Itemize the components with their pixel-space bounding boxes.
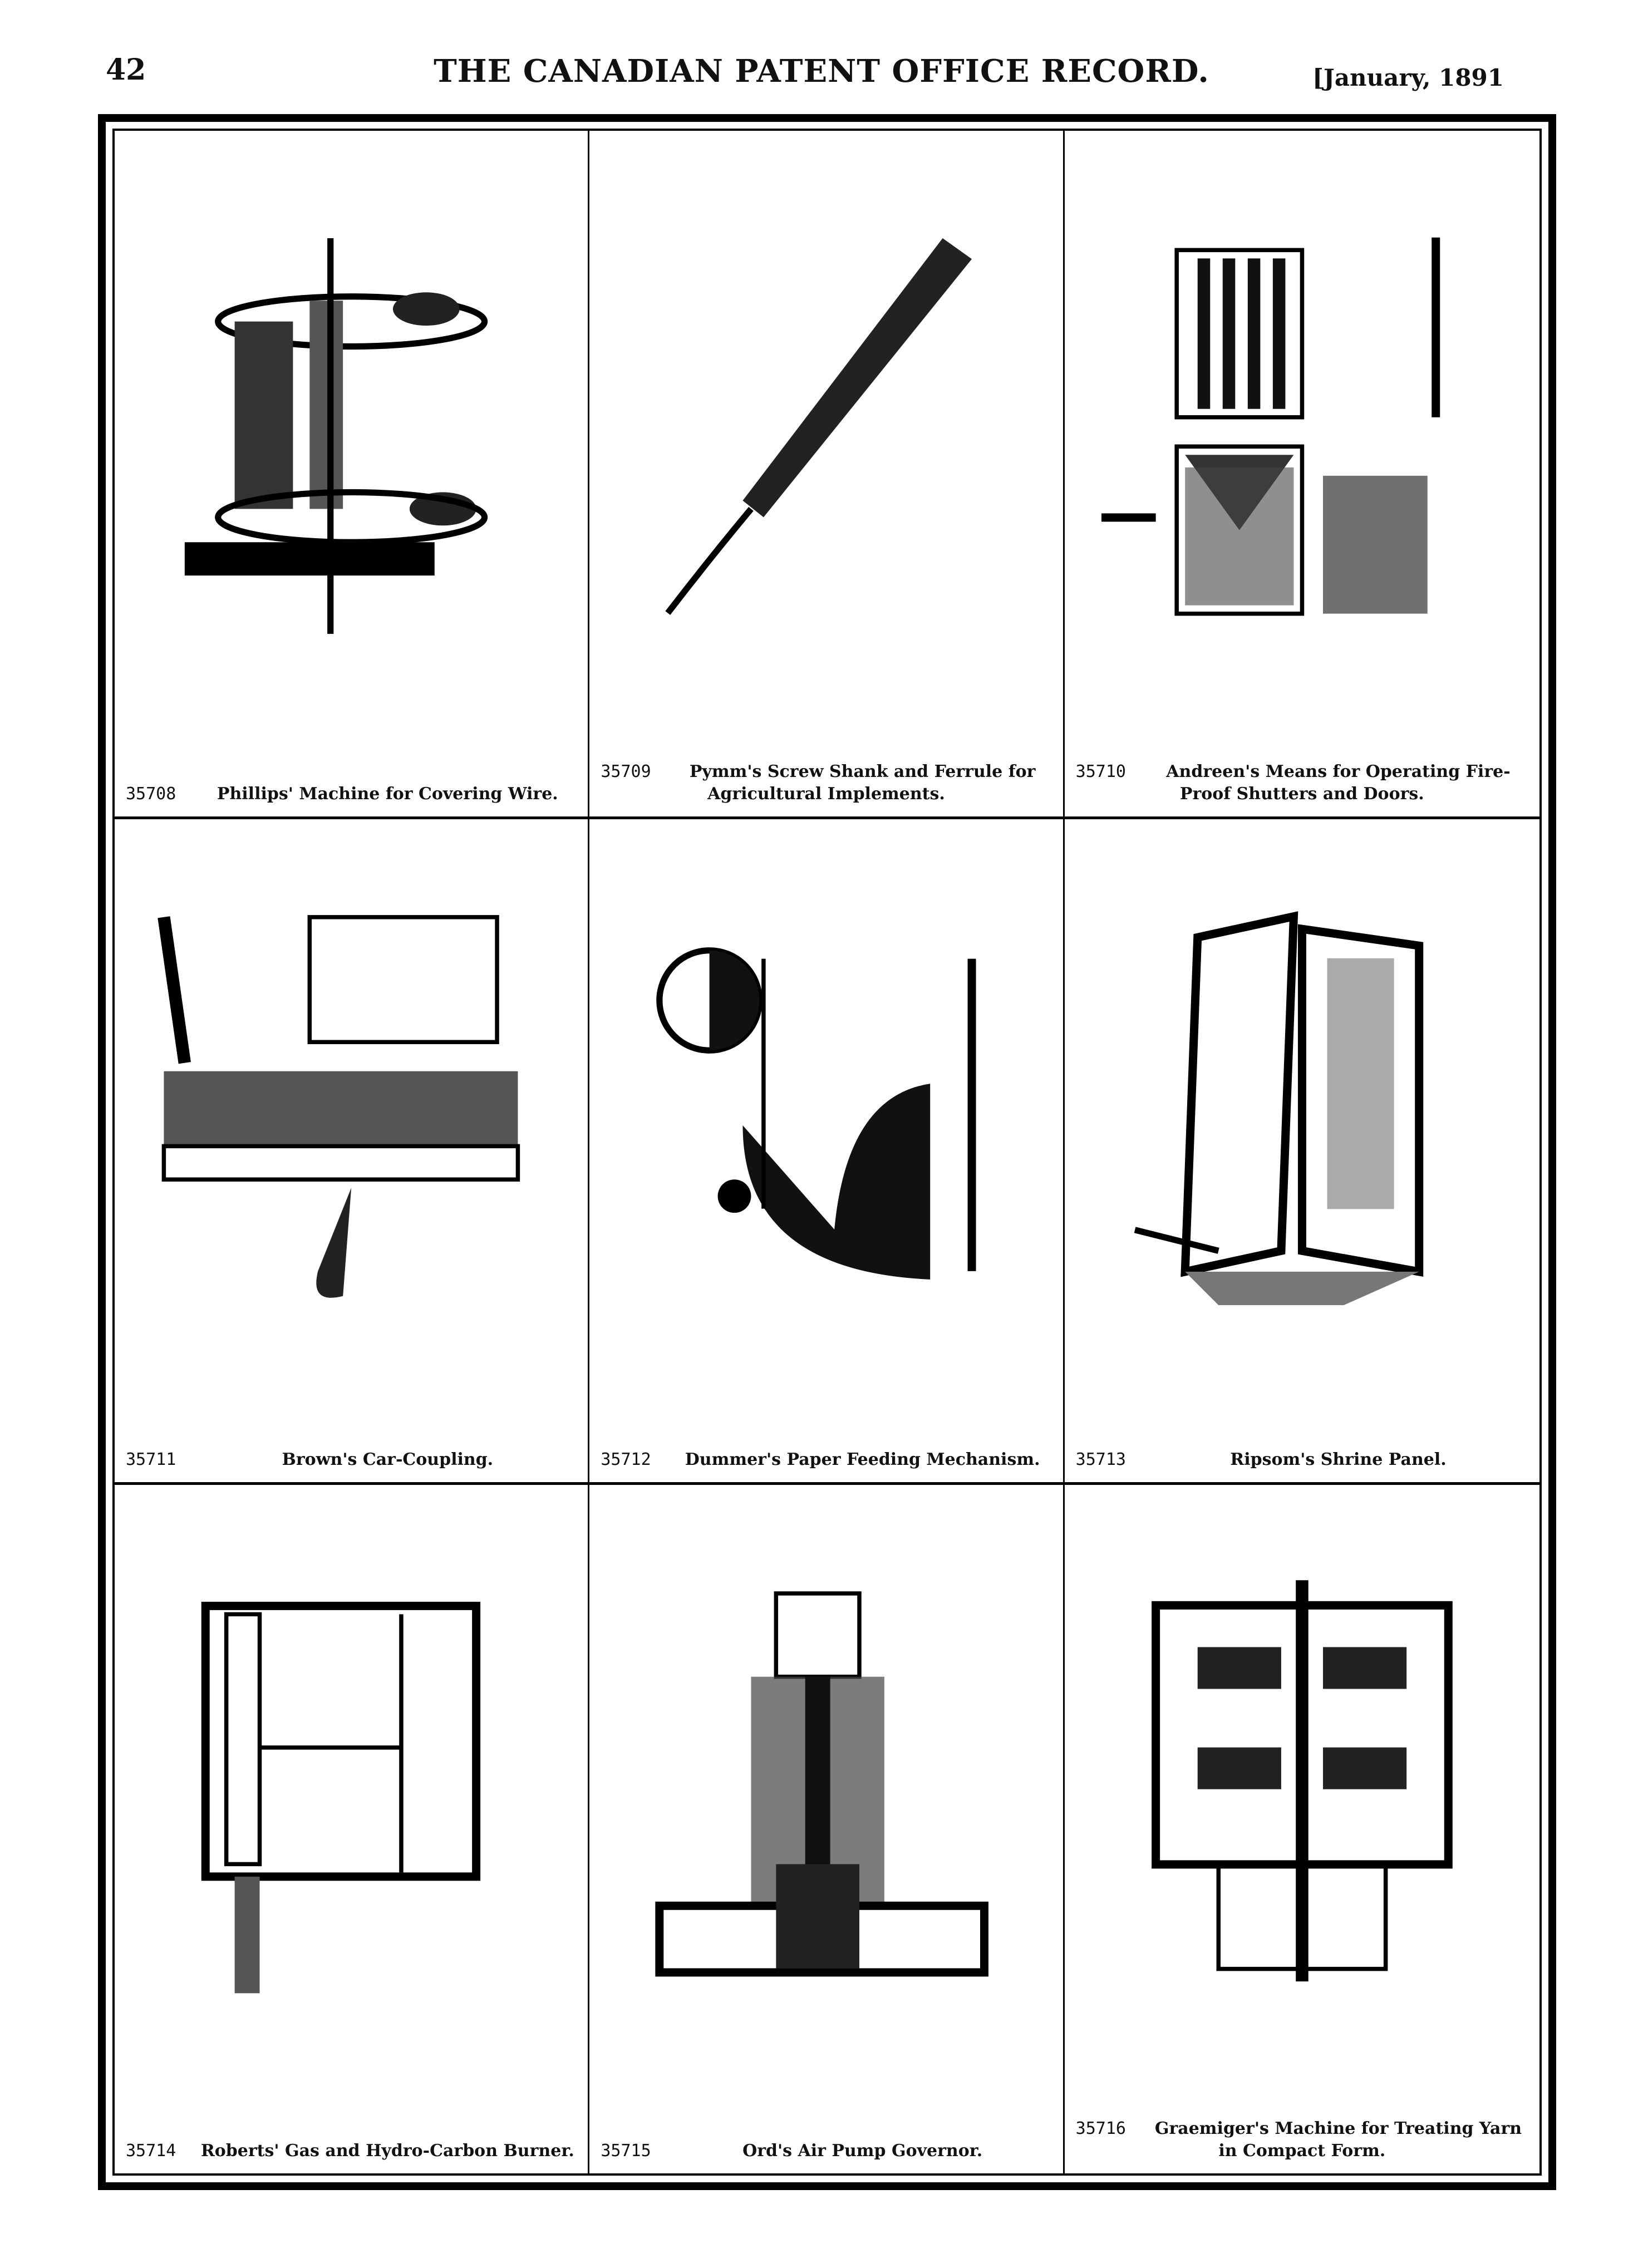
patent-title: Pymm's Screw Shank and Ferrule for Agric… [689,761,1036,804]
patent-number: 35712 [601,1450,651,1470]
patent-title: Ord's Air Pump Governor. [742,2141,983,2161]
patent-number: 35709 [601,761,651,781]
patent-number: 35713 [1075,1450,1126,1470]
patent-drawing-35710 [1101,237,1440,616]
patent-caption: 35711 Brown's Car-Coupling. [126,1449,577,1471]
patent-cell-35711: 35711 Brown's Car-Coupling. [115,819,590,1485]
patent-caption: 35716 Graemiger's Machine for Treating Ya… [1076,2118,1528,2162]
patent-drawing-35711 [158,914,520,1298]
patent-caption: 35714 Roberts' Gas and Hydro-Carbon Burne… [126,2140,577,2162]
patent-cell-35712: 35712 Dummer's Paper Feeding Mechanism. [589,819,1065,1485]
patent-title: Roberts' Gas and Hydro-Carbon Burner. [200,2141,574,2161]
patent-caption: 35710 Andreen's Means for Operating Fire-… [1076,761,1528,805]
patent-number: 35716 [1075,2118,1126,2138]
patent-caption: 35708 Phillips' Machine for Covering Wire… [126,783,577,805]
patent-title: Ripsom's Shrine Panel. [1230,1450,1447,1470]
patent-cell-35716: 35716 Graemiger's Machine for Treating Ya… [1065,1485,1539,2173]
patent-number: 35714 [126,2141,176,2161]
patent-drawing-35714 [201,1602,481,1994]
patent-cell-35710: 35710 Andreen's Means for Operating Fire-… [1064,131,1539,819]
patent-title: Andreen's Means for Operating Fire-Proof… [1166,761,1511,804]
patent-drawing-35708 [184,238,488,634]
patent-drawing-35712 [656,947,976,1280]
patent-cell-35713: 35713 Ripsom's Shrine Panel. [1064,819,1539,1485]
patent-cell-35715: 35715 Ord's Air Pump Governor. [589,1485,1065,2173]
patent-drawing-35716 [1151,1580,1453,1982]
patent-number: 35710 [1075,761,1126,781]
page-number: 42 [106,53,146,87]
patent-title: Phillips' Machine for Covering Wire. [217,784,558,804]
patent-caption: 35715 Ord's Air Pump Governor. [601,2140,1051,2162]
patent-title: Dummer's Paper Feeding Mechanism. [685,1450,1040,1470]
page-title: THE CANADIAN PATENT OFFICE RECORD. [434,53,1209,90]
patent-number: 35711 [126,1450,176,1470]
patent-cell-35708: 35708 Phillips' Machine for Covering Wire… [115,131,590,819]
patent-title: Graemiger's Machine for Treating Yarn in… [1154,2118,1522,2161]
patent-caption: 35712 Dummer's Paper Feeding Mechanism. [601,1449,1051,1471]
patent-drawing-35709 [665,238,972,615]
patent-number: 35708 [126,784,176,804]
issue-date: [January, 1891 [1312,64,1504,91]
patent-number: 35715 [601,2141,651,2161]
patent-title: Brown's Car-Coupling. [282,1450,494,1470]
patent-cell-35709: 35709 Pymm's Screw Shank and Ferrule for … [589,131,1065,819]
patent-drawing-35713 [1134,911,1424,1305]
patent-caption: 35709 Pymm's Screw Shank and Ferrule for … [601,761,1051,805]
patent-cell-35714: 35714 Roberts' Gas and Hydro-Carbon Burne… [115,1485,590,2173]
patent-figure-grid: 35708 Phillips' Machine for Covering Wire… [98,114,1556,2190]
patent-caption: 35713 Ripsom's Shrine Panel. [1076,1449,1528,1471]
patent-drawing-35715 [655,1591,989,1977]
